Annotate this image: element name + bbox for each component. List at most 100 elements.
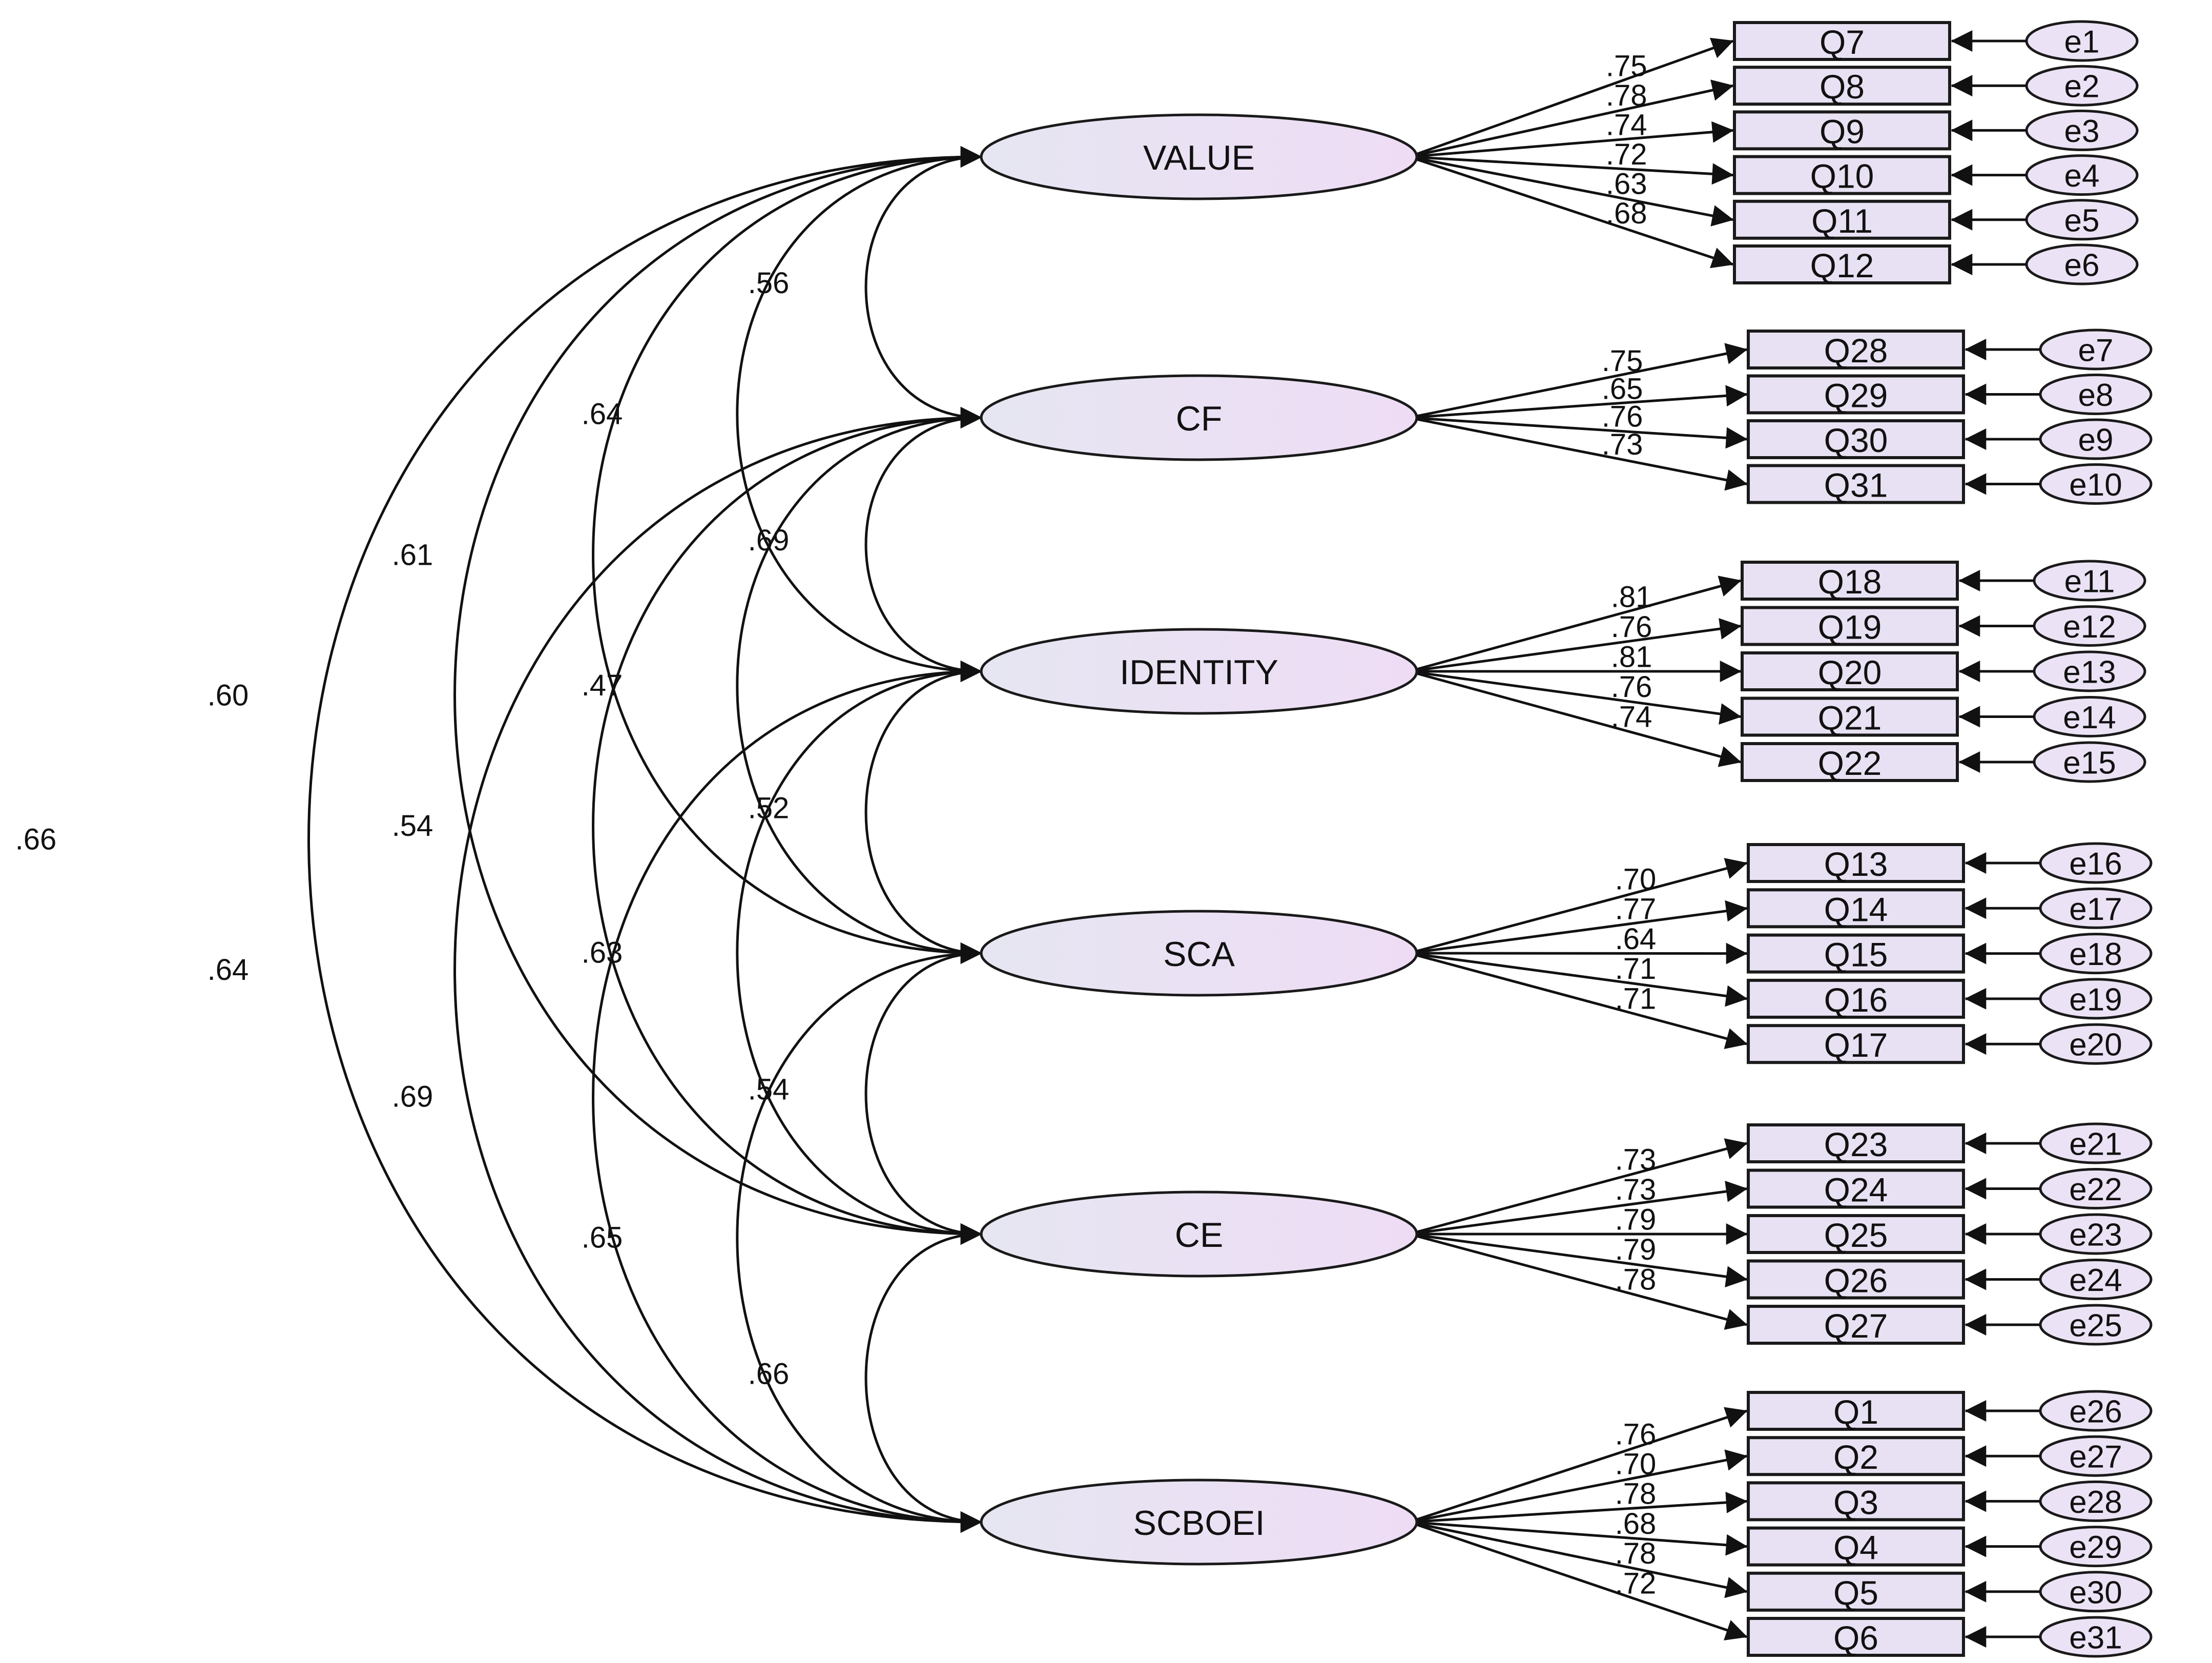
loading-path [1409,1233,1748,1287]
error-label: e25 [2069,1308,2122,1344]
indicator-box [1741,561,1959,601]
indicator-box [1747,1571,1965,1612]
loading-label: .79 [1615,1203,1657,1237]
correlation-label: .63 [582,936,623,970]
indicator-box [1747,1024,1965,1064]
correlation-arc [864,407,982,682]
loading-path [1409,37,1734,158]
correlation-arc [736,942,982,1533]
loading-label: .72 [1606,138,1647,171]
indicator-label: Q17 [1824,1026,1888,1064]
indicator-box [1747,1168,1965,1209]
indicator-box [1747,1214,1965,1254]
error-label: e9 [2078,423,2114,458]
correlation-label: .52 [748,792,790,825]
indicator-label: Q11 [1811,202,1873,240]
error-label: e16 [2069,847,2122,882]
error-label: e28 [2069,1485,2122,1520]
correlation-arc [592,661,982,1533]
indicator-box [1747,888,1965,929]
latent-ellipse [980,910,1418,997]
indicator-box [1747,374,1965,415]
error-label: e13 [2063,655,2116,690]
indicator-box [1747,1123,1965,1163]
indicator-label: Q7 [1820,23,1865,61]
indicator-box [1747,419,1965,459]
loading-path [1409,618,1742,673]
error-label: e15 [2063,746,2116,781]
indicator-label: Q3 [1833,1483,1878,1521]
loading-path [1409,1449,1748,1524]
loading-label: .65 [1602,372,1643,405]
indicator-box [1747,843,1965,883]
indicator-box [1747,1259,1965,1300]
correlation-arc [736,661,982,1245]
indicator-box [1747,1391,1965,1431]
indicator-label: Q10 [1810,157,1874,195]
indicator-box [1733,21,1951,61]
indicator-label: Q27 [1824,1307,1888,1345]
error-label: e31 [2069,1620,2122,1656]
error-label: e24 [2069,1263,2122,1298]
latent-ellipse [980,628,1418,715]
latent-ellipse [980,374,1418,461]
correlation-arc [592,146,982,964]
correlation-label: .65 [582,1221,623,1255]
indicator-box [1747,1305,1965,1345]
loading-label: .76 [1611,670,1652,704]
error-label: e26 [2069,1394,2122,1430]
loading-path [1409,1233,1748,1330]
indicator-box [1747,933,1965,974]
loading-path [1409,155,1734,227]
indicator-box [1741,742,1959,782]
indicator-box [1733,199,1951,240]
correlation-label: .61 [392,539,433,572]
error-label: e3 [2064,114,2100,149]
indicator-box [1741,606,1959,646]
error-label: e4 [2064,158,2100,194]
loading-path [1409,121,1734,158]
indicator-box [1747,1481,1965,1522]
latent-ellipse [980,113,1418,200]
loading-path [1409,1491,1748,1524]
loading-label: .77 [1615,893,1657,926]
error-label: e27 [2069,1440,2122,1475]
loading-path [1409,952,1748,1007]
loading-path [1409,1521,1748,1640]
loading-label: .68 [1615,1507,1657,1541]
loading-path [1409,670,1742,725]
correlation-label: .47 [582,669,623,702]
indicator-label: Q29 [1824,377,1888,415]
indicator-box [1741,651,1959,691]
latent-label: SCBOEI [1133,1504,1265,1543]
correlation-arc [453,146,982,1245]
correlation-arc [736,407,982,964]
error-terms: e1e2e3e4e5e6e7e8e9e10e11e12e13e14e15e16e… [1951,20,2153,1658]
loading-path [1409,952,1748,1050]
correlation-arc [307,146,982,1533]
loading-path [1409,1521,1748,1598]
error-label: e5 [2064,203,2100,238]
indicator-label: Q23 [1824,1125,1888,1163]
correlation-arc [864,1223,982,1533]
loading-label: .72 [1615,1567,1657,1600]
error-label: e19 [2069,982,2122,1017]
indicator-label: Q14 [1824,890,1888,928]
latent-label: IDENTITY [1120,653,1278,692]
indicator-box [1747,1436,1965,1476]
error-label: e21 [2069,1127,2122,1162]
loading-label: .75 [1606,49,1647,83]
loading-path [1409,900,1748,955]
error-label: e17 [2069,892,2122,927]
indicator-label: Q21 [1818,699,1882,737]
error-label: e7 [2078,333,2114,368]
loading-path [1409,155,1734,185]
loading-paths [1409,37,1748,1640]
indicator-box [1733,66,1951,106]
loading-label: .75 [1602,344,1643,378]
loading-path [1409,576,1742,673]
indicator-label: Q2 [1833,1438,1878,1476]
loading-label: .73 [1615,1143,1657,1177]
indicator-label: Q18 [1818,563,1882,601]
